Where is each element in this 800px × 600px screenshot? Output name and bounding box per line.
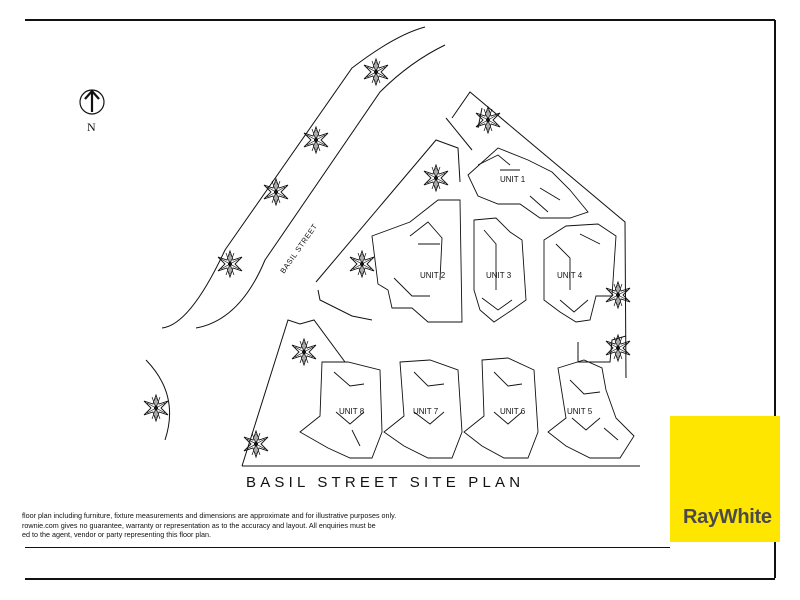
unit-6-outline xyxy=(463,357,539,459)
unit-4-outline xyxy=(543,223,617,323)
street-curb-inner xyxy=(195,44,446,329)
driveway-edge xyxy=(317,289,373,321)
top-border-line xyxy=(25,19,775,21)
north-arrow-icon xyxy=(79,89,105,115)
unit-5-outline xyxy=(547,359,635,459)
street-curb-outer xyxy=(161,26,426,329)
unit-4-label: UNIT 4 xyxy=(557,271,583,280)
unit-1-outline xyxy=(467,147,589,219)
disclaimer-line-3: ed to the agent, vendor or party represe… xyxy=(22,530,211,539)
raywhite-logo: RayWhite xyxy=(670,416,780,542)
unit-7-label: UNIT 7 xyxy=(413,407,439,416)
unit-6-label: UNIT 6 xyxy=(500,407,526,416)
unit-3-outline xyxy=(473,217,527,323)
unit-3-label: UNIT 3 xyxy=(486,271,512,280)
disclaimer-line-1: floor plan including furniture, fixture … xyxy=(22,511,397,520)
disclaimer-line-2: rownie.com gives no guarantee, warranty … xyxy=(22,520,376,530)
unit-7-outline xyxy=(383,359,463,459)
footer-divider-line xyxy=(25,547,670,548)
lot-boundary xyxy=(315,91,627,379)
unit-2-label: UNIT 2 xyxy=(420,271,446,280)
unit-5-label: UNIT 5 xyxy=(567,407,593,416)
palm-tree-icons xyxy=(143,58,631,458)
street-name-label: BASIL STREET xyxy=(278,222,319,275)
lower-lot-boundary xyxy=(241,319,346,467)
unit-2-outline xyxy=(371,199,463,323)
bottom-border-line xyxy=(25,578,775,580)
right-border-line xyxy=(774,20,776,578)
corner-curb xyxy=(145,359,171,441)
unit-1-label: UNIT 1 xyxy=(500,175,526,184)
disclaimer-text: floor plan including furniture, fixture … xyxy=(22,511,396,540)
unit-8-label: UNIT 8 xyxy=(339,407,365,416)
north-label: N xyxy=(87,120,96,134)
unit-8-outline xyxy=(299,361,383,459)
plan-title: BASIL STREET SITE PLAN xyxy=(246,474,525,491)
brand-name: RayWhite xyxy=(683,506,772,528)
